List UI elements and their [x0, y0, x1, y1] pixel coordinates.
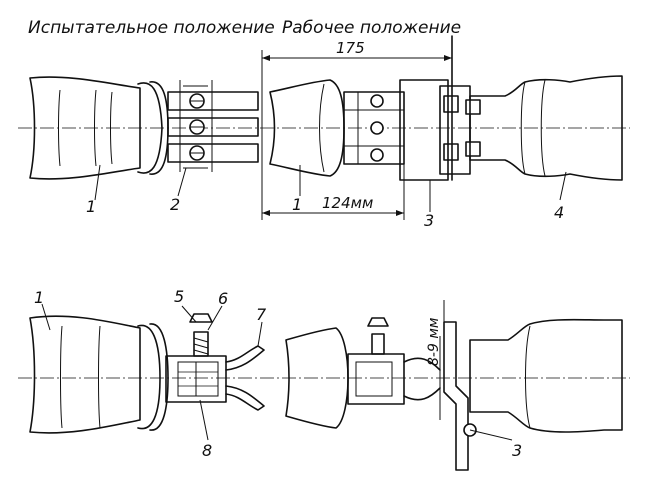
callout-top-2: 2 — [170, 195, 180, 214]
top-contact-block-2 — [167, 80, 259, 172]
leader-bottom-3 — [469, 429, 513, 441]
bottom-middle-bushing — [285, 327, 349, 429]
bottom-left-bushing — [29, 315, 169, 434]
bottom-view: 8-9 мм 1 5 6 7 8 3 — [18, 287, 630, 471]
top-contact-block-middle — [343, 91, 405, 165]
callout-bottom-5: 5 — [174, 287, 184, 306]
top-middle-bushing — [269, 79, 345, 177]
leader-top-1a — [94, 164, 101, 201]
leader-bottom-1 — [41, 303, 51, 331]
leader-bottom-5 — [181, 305, 197, 323]
work-position-label: Рабочее положение — [282, 18, 461, 38]
dimension-8-9mm: 8-9 мм — [426, 300, 445, 366]
bottom-middle-contact — [347, 317, 441, 405]
bottom-contact-assembly — [165, 313, 265, 411]
test-position-label: Испытательное положение — [28, 18, 275, 38]
dimension-8-9mm-label: 8-9 мм — [426, 317, 442, 366]
leader-bottom-6 — [207, 305, 223, 331]
leader-top-4 — [559, 171, 567, 201]
leader-bottom-8 — [199, 399, 209, 441]
dimension-124: 124мм — [262, 164, 405, 220]
callout-bottom-7: 7 — [256, 305, 267, 324]
top-view: 175 124мм 1 2 1 3 4 — [18, 35, 630, 230]
callout-bottom-8: 8 — [202, 441, 212, 460]
callout-top-1b: 1 — [292, 195, 302, 214]
callout-bottom-6: 6 — [218, 289, 228, 308]
leader-bottom-7 — [257, 321, 263, 347]
callout-bottom-1: 1 — [34, 288, 44, 307]
top-right-insulator-4 — [469, 75, 623, 181]
callout-top-1a: 1 — [86, 197, 96, 216]
callout-bottom-3: 3 — [512, 441, 522, 460]
bottom-plate-3 — [439, 321, 477, 471]
callout-top-4: 4 — [554, 203, 564, 222]
dimension-175-label: 175 — [336, 39, 365, 57]
dimension-124-label: 124мм — [322, 194, 373, 212]
callout-top-3: 3 — [424, 211, 434, 230]
dimension-175: 175 — [261, 39, 452, 220]
bottom-right-insulator — [469, 318, 623, 433]
leader-top-2 — [177, 167, 187, 197]
